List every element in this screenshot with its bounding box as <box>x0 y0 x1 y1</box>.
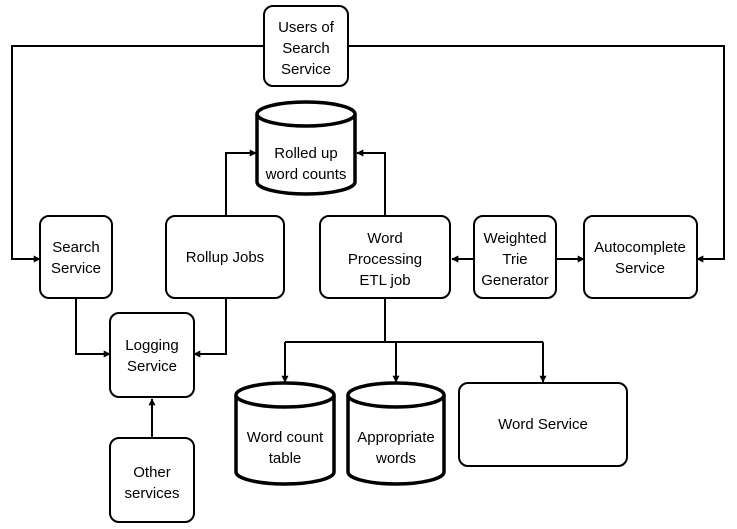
search-service-line-1: Search <box>52 239 100 256</box>
users-line-2: Search <box>282 40 330 57</box>
autocomplete-line-1: Autocomplete <box>594 239 686 256</box>
logging-line-2: Service <box>127 358 177 375</box>
node-appropriate-words: Appropriate words <box>346 381 446 486</box>
weighted-trie-line-2: Trie <box>502 251 527 268</box>
edge-search-to-logging <box>75 298 111 358</box>
node-word-count-table: Word count table <box>234 381 336 486</box>
node-logging-service: Logging Service <box>109 312 195 398</box>
word-count-table-line-2: table <box>269 450 302 467</box>
other-services-line-1: Other <box>133 464 171 481</box>
rolled-up-line-1: Rolled up <box>274 145 337 162</box>
appropriate-words-line-2: words <box>375 450 416 467</box>
word-processing-line-1: Word <box>367 230 403 247</box>
rolled-up-line-2: word counts <box>265 166 347 183</box>
users-line-1: Users of <box>278 19 335 36</box>
weighted-trie-line-3: Generator <box>481 272 549 289</box>
edge-rollup-to-logging <box>193 298 227 358</box>
node-word-service: Word Service <box>458 382 628 467</box>
edge-users-to-autocomplete-service <box>348 45 725 263</box>
node-users-of-search-service: Users of Search Service <box>263 5 349 87</box>
users-line-3: Service <box>281 61 331 78</box>
edges <box>11 45 725 438</box>
other-services-line-2: services <box>124 485 179 502</box>
node-autocomplete-service: Autocomplete Service <box>583 215 698 299</box>
edge-users-to-search-service <box>11 45 264 263</box>
logging-line-1: Logging <box>125 337 178 354</box>
node-other-services: Other services <box>109 437 195 523</box>
node-search-service: Search Service <box>39 215 113 299</box>
word-processing-line-2: Processing <box>348 251 422 268</box>
appropriate-words-line-1: Appropriate <box>357 429 435 446</box>
word-processing-line-3: ETL job <box>359 272 410 289</box>
weighted-trie-line-1: Weighted <box>483 230 546 247</box>
rollup-jobs-line-1: Rollup Jobs <box>186 249 264 266</box>
node-rollup-jobs: Rollup Jobs <box>165 215 285 299</box>
word-service-line-1: Word Service <box>498 416 588 433</box>
edge-rollup-to-rolled-up <box>225 149 257 216</box>
node-weighted-trie-generator: Weighted Trie Generator <box>473 215 557 299</box>
autocomplete-line-2: Service <box>615 260 665 277</box>
search-service-line-2: Service <box>51 260 101 277</box>
edge-word-processing-to-rolled-up <box>356 149 386 216</box>
node-word-processing-etl-job: Word Processing ETL job <box>319 215 451 299</box>
node-rolled-up-word-counts: Rolled up word counts <box>255 100 357 196</box>
word-count-table-line-1: Word count <box>247 429 324 446</box>
